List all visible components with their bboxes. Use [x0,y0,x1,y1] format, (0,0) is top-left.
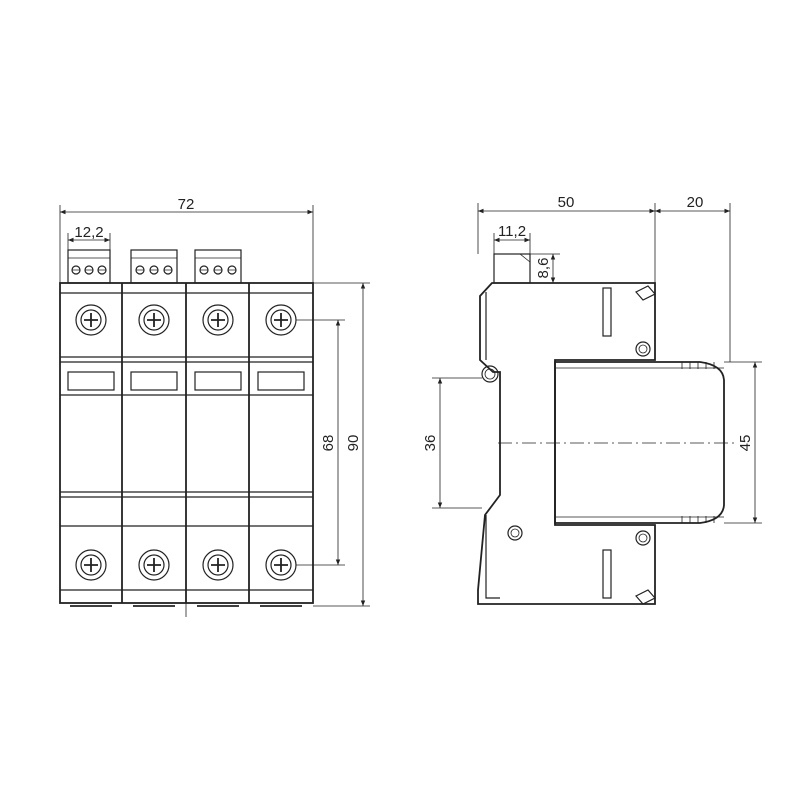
dim-front-height-label: 45 [737,435,754,452]
dim-spacing-label: 68 [320,435,337,452]
dim-front-45: 45 [724,361,762,524]
dim-height-90: 90 [313,282,370,607]
front-bands [60,292,313,591]
dim-pitch-label: 12,2 [74,224,103,241]
dim-depth-50: 50 [477,194,656,283]
top-screw-terminals [75,304,297,336]
dim-width-label: 72 [178,196,195,213]
side-holes [481,341,651,546]
side-slots [602,287,612,599]
dim-connector-11-2: 11,2 [493,223,531,254]
din-latch [485,515,500,599]
indicator-windows [67,371,305,391]
grip-ribs [555,362,724,523]
screw-icon [265,304,297,336]
screw-icon [75,304,107,336]
dim-connector-height-label: 8,6 [535,258,552,279]
front-view: 72 12,2 68 90 [59,196,370,620]
module-dividers [121,283,250,603]
side-front-module [554,361,725,524]
hole-icon [635,341,651,357]
hole-icon [507,525,523,541]
screw-icon [138,549,170,581]
dim-connector-8-6: 8,6 [530,253,560,284]
side-body-outline [477,282,656,605]
hole-icon [481,365,499,383]
side-view: 50 20 11,2 8,6 36 [422,194,762,605]
screw-icon [265,549,297,581]
side-clips [635,285,656,605]
dim-width-72: 72 [59,196,314,283]
dim-spacing-68: 68 [296,319,345,566]
screw-icon [202,304,234,336]
screw-icon [202,549,234,581]
dim-pitch-12-2: 12,2 [67,224,111,250]
dim-rail-height-label: 36 [422,435,439,452]
dim-front-depth-label: 20 [687,194,704,211]
dim-connector-width-label: 11,2 [498,223,526,240]
dim-rail-36: 36 [422,377,482,509]
dim-depth-label: 50 [558,194,575,211]
dim-front-20: 20 [655,194,731,362]
screw-icon [138,304,170,336]
top-connectors [67,249,242,284]
dim-height-label: 90 [345,435,362,452]
screw-icon [75,549,107,581]
hole-icon [635,530,651,546]
side-connector [493,253,531,284]
bottom-screw-terminals [75,549,297,581]
